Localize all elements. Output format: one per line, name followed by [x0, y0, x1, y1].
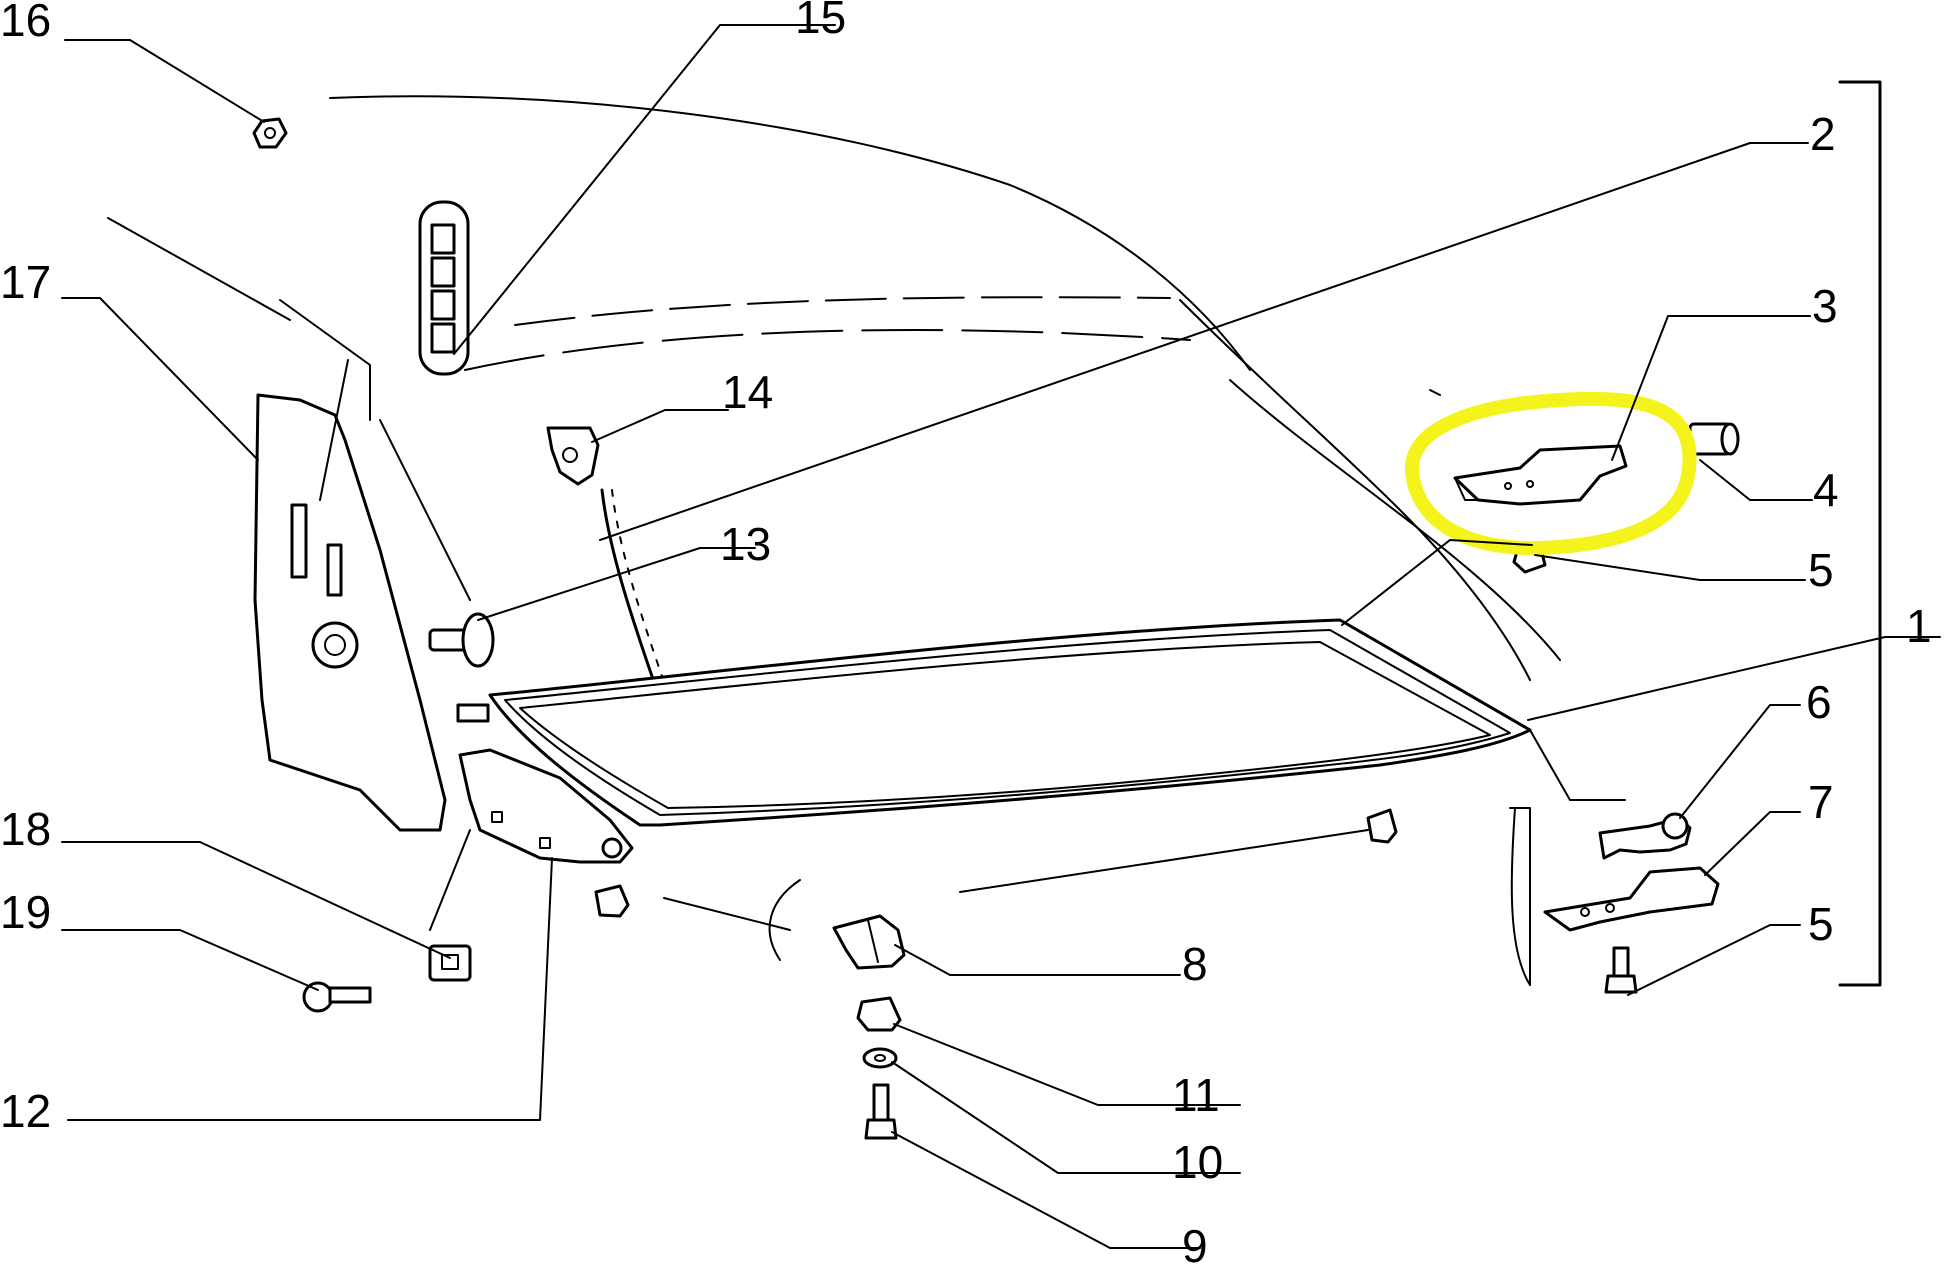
- part-10-washer: [862, 1047, 898, 1069]
- small-bumpers: [594, 808, 1398, 918]
- part-19-screw: [302, 981, 372, 1013]
- part-8-stop: [832, 914, 906, 970]
- part-16-nut: [252, 117, 288, 149]
- callout-label-11: 11: [1172, 1069, 1220, 1121]
- callout-label-6: 6: [1806, 676, 1832, 728]
- callout-label-8: 8: [1182, 938, 1208, 990]
- part-13-bumper: [428, 612, 495, 668]
- callout-label-4: 4: [1813, 464, 1839, 516]
- callout-label-2: 2: [1810, 108, 1836, 160]
- highlight-ring: [1405, 391, 1697, 556]
- callout-label-19: 19: [0, 886, 51, 938]
- callout-label-16: 16: [0, 0, 51, 46]
- callout-label-12: 12: [0, 1085, 51, 1137]
- group-bracket: [1429, 80, 1882, 987]
- callout-label-9: 9: [1182, 1220, 1208, 1265]
- part-12-bracket: [458, 748, 634, 864]
- part-5-screw-bottom: [1604, 946, 1638, 994]
- part-15-switch-bezel: [418, 200, 470, 376]
- callout-label-18: 18: [0, 803, 51, 855]
- part-6-hinge-cap: [1598, 812, 1692, 860]
- callout-label-3: 3: [1812, 280, 1838, 332]
- part-7-hinge-plate: [1543, 866, 1720, 932]
- part-4-pin: [1688, 422, 1740, 456]
- part-17-trim-panel: [253, 393, 447, 832]
- callout-label-14: 14: [722, 366, 773, 418]
- callout-label-17: 17: [0, 256, 51, 308]
- callout-label-5: 5: [1808, 898, 1834, 950]
- part-18-clip-nut: [428, 944, 472, 982]
- part-3-hinge-bracket: [1453, 444, 1628, 506]
- callout-label-15: 15: [795, 0, 846, 43]
- leader-lines: [61, 24, 1941, 1249]
- part-9-screw: [864, 1083, 898, 1140]
- part-14-clip: [546, 426, 600, 486]
- callout-label-5: 5: [1808, 544, 1834, 596]
- callout-label-13: 13: [720, 518, 771, 570]
- callout-label-1: 1: [1906, 600, 1932, 652]
- callout-label-7: 7: [1808, 776, 1834, 828]
- callout-label-10: 10: [1172, 1136, 1223, 1188]
- part-11-clip: [856, 996, 902, 1032]
- part-1-lid-frame: [456, 618, 1532, 827]
- car-body-outline: [107, 95, 1561, 681]
